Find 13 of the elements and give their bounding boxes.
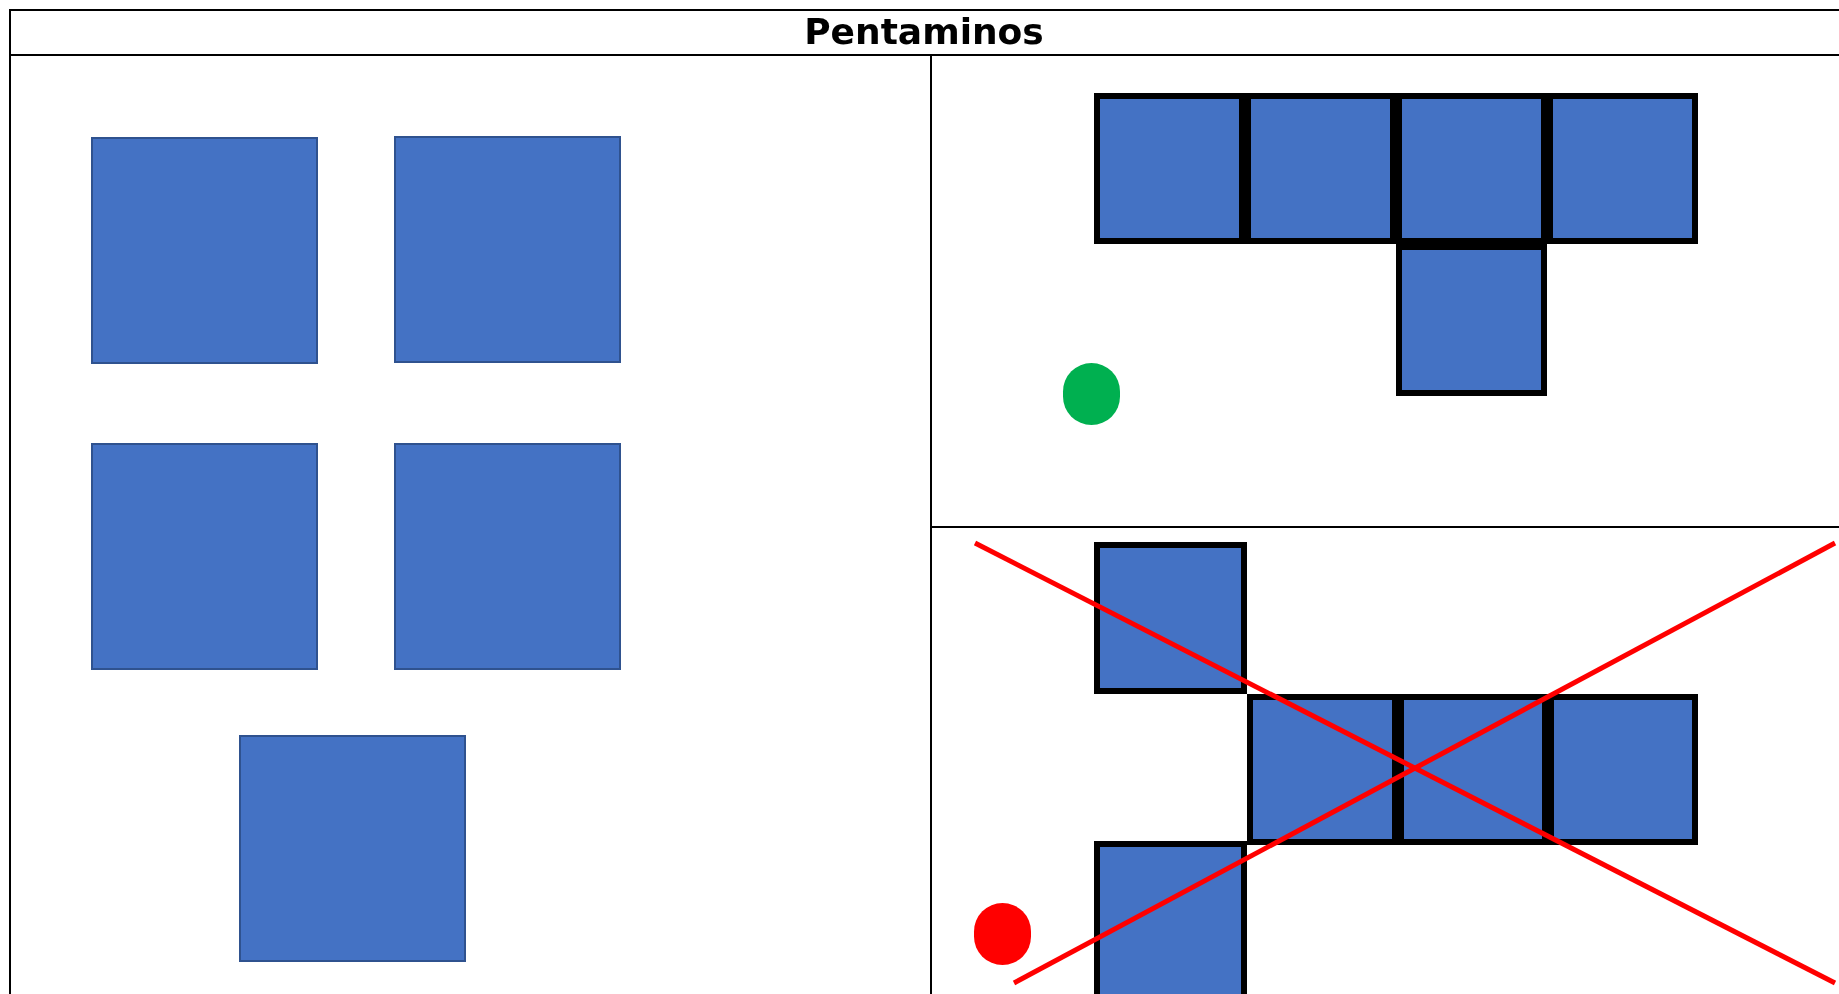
square-tile — [1094, 542, 1247, 694]
square-tile — [91, 137, 318, 364]
square-tile — [394, 443, 621, 670]
square-tile — [394, 136, 621, 363]
square-tile — [1094, 841, 1247, 994]
square-tile — [1548, 694, 1698, 845]
square-tile — [1396, 244, 1547, 396]
square-tile — [1094, 93, 1245, 244]
square-tile — [1547, 93, 1698, 244]
square-tile — [1247, 694, 1398, 845]
square-tile — [239, 735, 466, 962]
square-tile — [91, 443, 318, 670]
title: Pentaminos — [804, 13, 1044, 50]
